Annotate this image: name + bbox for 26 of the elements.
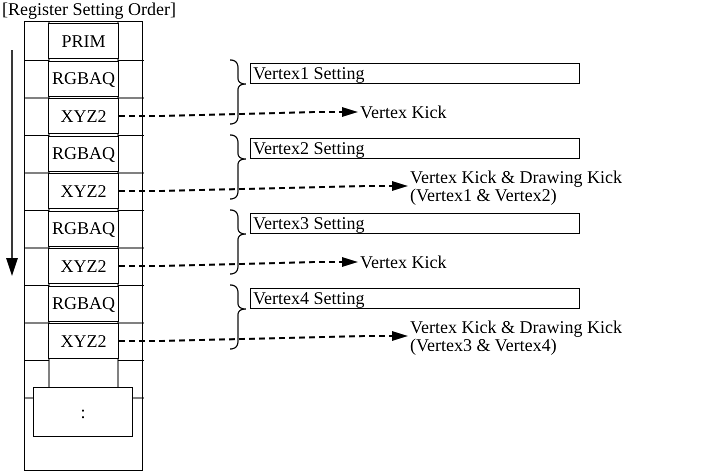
annotation-text: Vertex Kick [360, 253, 446, 271]
setting-box: Vertex3 Setting [250, 213, 580, 234]
register-cell: PRIM [48, 23, 119, 59]
annotation-text: Vertex Kick & Drawing Kick [410, 318, 622, 336]
annotation-text: (Vertex3 & Vertex4) [410, 336, 557, 354]
register-cell: XYZ2 [48, 323, 119, 359]
register-cell: XYZ2 [48, 248, 119, 284]
dashed-arrow [119, 257, 358, 267]
setting-box: Vertex1 Setting [250, 63, 580, 84]
dashed-arrow [119, 107, 358, 117]
register-cell: XYZ2 [48, 173, 119, 209]
annotation-text: Vertex Kick & Drawing Kick [410, 168, 622, 186]
register-cell: XYZ2 [48, 98, 119, 134]
dashed-arrow [119, 181, 408, 192]
register-column [24, 21, 143, 471]
setting-box: Vertex4 Setting [250, 288, 580, 309]
dashed-arrow [119, 331, 408, 342]
setting-box: Vertex2 Setting [250, 138, 580, 159]
annotation-text: (Vertex1 & Vertex2) [410, 186, 557, 204]
diagram-title: [Register Setting Order] [2, 0, 176, 18]
register-cell: RGBAQ [48, 60, 119, 96]
register-cell: RGBAQ [48, 136, 119, 172]
register-cell: RGBAQ [48, 210, 119, 246]
annotation-text: Vertex Kick [360, 103, 446, 121]
register-cell: : [33, 387, 133, 437]
register-cell: RGBAQ [48, 286, 119, 322]
